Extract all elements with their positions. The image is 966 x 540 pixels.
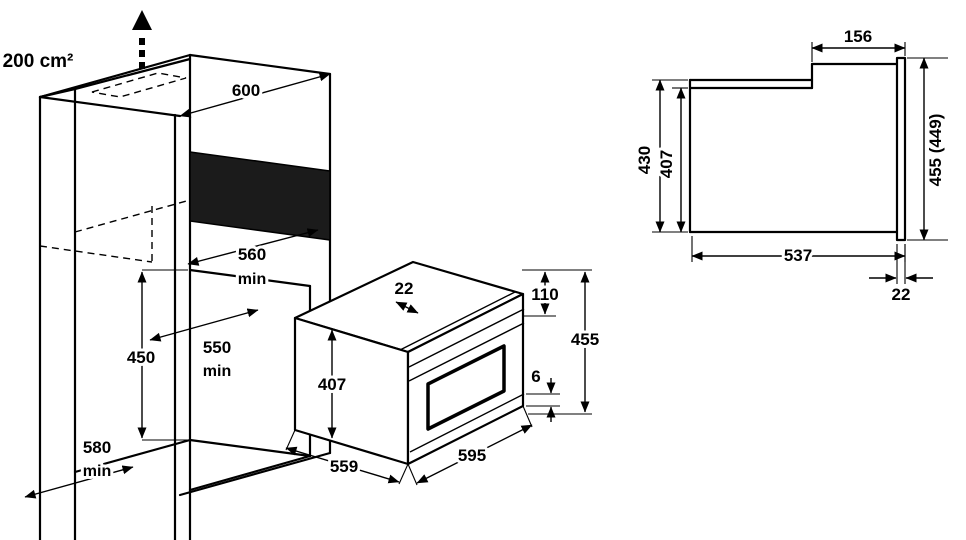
cabinet-figure: 200 cm² 600 560 min 450 550 min 580 min — [0, 10, 332, 540]
dim-oven-559: 559 — [330, 457, 358, 476]
dim-niche-550-min: min — [203, 363, 231, 380]
side-view-figure: 156 430 407 455 (449) 537 22 — [632, 24, 948, 307]
dim-oven-6: 6 — [531, 367, 540, 386]
dim-oven-110: 110 — [531, 285, 558, 304]
cabinet-dimensions — [24, 72, 331, 499]
dim-side-22: 22 — [892, 285, 911, 304]
dim-bottom-580: 580 — [83, 438, 111, 457]
side-view-outline — [688, 56, 907, 242]
dim-side-156: 156 — [844, 27, 872, 46]
dim-side-537: 537 — [784, 246, 812, 265]
dim-bottom-580-min: min — [83, 463, 111, 480]
oven-door-window — [426, 344, 506, 431]
dim-side-430: 430 — [635, 146, 654, 174]
side-view-dimensions — [652, 42, 948, 284]
dim-niche-550: 550 — [203, 338, 231, 357]
oven-figure: 22 110 455 407 6 595 559 — [285, 260, 602, 486]
dim-oven-455: 455 — [571, 330, 599, 349]
dim-niche-560-min: min — [238, 271, 266, 288]
vent-cutout — [91, 72, 187, 98]
vent-arrow-icon — [132, 10, 152, 69]
oven-dimensions — [285, 269, 592, 486]
dim-vent-area: 200 cm² — [3, 51, 74, 72]
cabinet-front-panel — [189, 151, 331, 241]
dim-niche-560: 560 — [238, 245, 266, 264]
dim-side-455-449: 455 (449) — [926, 114, 945, 187]
dim-side-407: 407 — [657, 150, 676, 178]
side-view-door — [895, 56, 907, 242]
dim-top-depth: 600 — [232, 81, 260, 100]
cabinet-hidden-edges — [39, 72, 191, 266]
dim-oven-407: 407 — [318, 375, 346, 394]
dim-oven-22: 22 — [395, 279, 414, 298]
dim-niche-height: 450 — [127, 348, 155, 367]
dim-oven-595: 595 — [458, 446, 486, 465]
